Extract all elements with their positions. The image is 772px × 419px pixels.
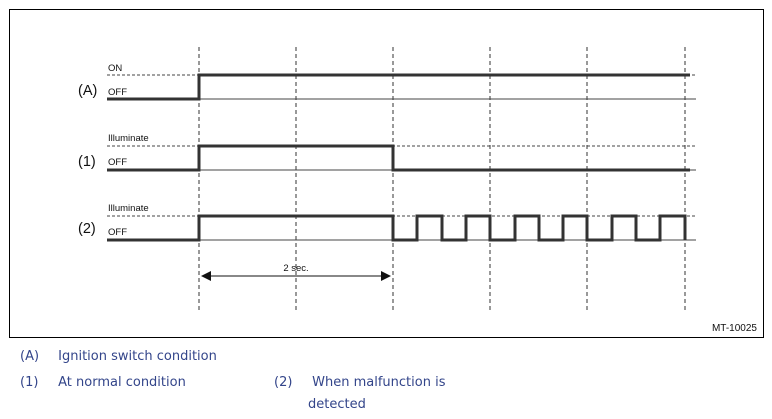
- legend-key-2: (2): [274, 375, 293, 390]
- legend-text-a: Ignition switch condition: [58, 349, 217, 364]
- row-2-waveform: [107, 214, 687, 242]
- row-a-high-label: ON: [108, 63, 122, 74]
- row-a-id: (A): [78, 83, 97, 99]
- row-a-low-label: OFF: [108, 87, 127, 98]
- row-2-low-label: OFF: [108, 227, 127, 238]
- interval-label: 2 sec.: [283, 263, 308, 274]
- legend-key-1: (1): [20, 375, 39, 390]
- row-1-waveform: [107, 144, 690, 172]
- row-1-id: (1): [78, 154, 96, 170]
- legend-text-2-line1: When malfunction is: [312, 375, 446, 390]
- legend-item-2-continuation: detected: [308, 397, 366, 412]
- legend-text-2-line2: detected: [308, 397, 366, 412]
- legend-key-a: (A): [20, 349, 40, 364]
- row-2-signal: Illuminate OFF (2): [78, 203, 696, 242]
- interval-arrow: 2 sec.: [201, 263, 391, 281]
- row-2-high-label: Illuminate: [108, 203, 149, 214]
- figure-id: MT-10025: [711, 323, 757, 334]
- row-1-signal: Illuminate OFF (1): [78, 133, 696, 172]
- row-2-id: (2): [78, 221, 96, 237]
- legend-item-2: (2) When malfunction is: [274, 375, 445, 390]
- row-1-high-label: Illuminate: [108, 133, 149, 144]
- interval-arrow-head-right: [381, 271, 391, 281]
- row-1-low-label: OFF: [108, 157, 127, 168]
- interval-arrow-head-left: [201, 271, 211, 281]
- timing-diagram-figure: ON OFF (A) Illuminate OFF (1) Illuminate…: [9, 9, 764, 338]
- legend-item-1: (1) At normal condition: [20, 375, 186, 390]
- timing-diagram-canvas: ON OFF (A) Illuminate OFF (1) Illuminate…: [78, 47, 696, 310]
- legend-item-a: (A) Ignition switch condition: [20, 349, 217, 364]
- legend-text-1: At normal condition: [58, 375, 186, 390]
- time-markers: [198, 47, 686, 310]
- row-a-waveform: [107, 73, 690, 101]
- row-a-signal: ON OFF (A): [78, 63, 696, 101]
